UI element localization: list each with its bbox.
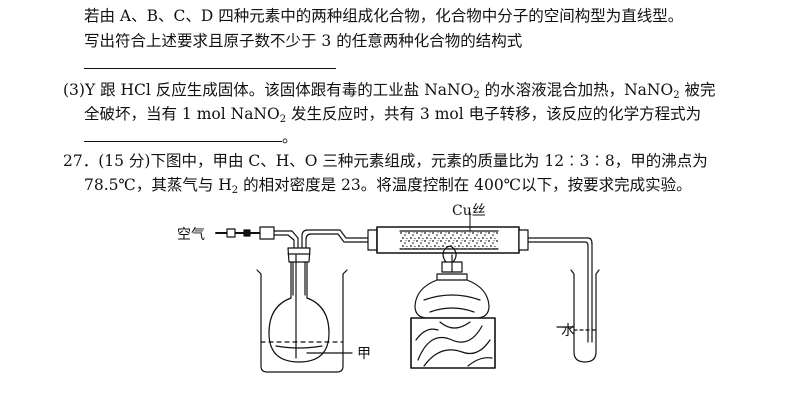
part2-line1: 若由 A、B、C、D 四种元素中的两种组成化合物，化合物中分子的空间构型为直线型…	[84, 7, 684, 25]
delivery-tube	[527, 237, 593, 343]
wooden-block	[410, 317, 496, 369]
part2-line2: 写出符合上述要求且原子数不少于 3 的任意两种化合物的结构式	[84, 32, 523, 50]
air-inlet-tube	[215, 226, 299, 256]
answer-blank-1[interactable]	[84, 54, 336, 74]
outlet-connector	[301, 229, 363, 256]
label-air: 空气	[177, 227, 205, 243]
cu-wire	[400, 231, 498, 249]
reaction-tube	[361, 211, 529, 254]
flask-stopper	[287, 247, 311, 263]
q27-line1: 27．(15 分)下图中，甲由 C、H、O 三种元素组成，元素的质量比为 12︰…	[63, 152, 708, 170]
part3-line1: (3)Y 跟 HCl 反应生成固体。该固体跟有毒的工业盐 NaNO2 的水溶液混…	[63, 81, 716, 101]
test-tube	[556, 269, 600, 363]
alcohol-lamp	[414, 245, 490, 319]
round-bottom-flask	[268, 254, 330, 363]
q27-line2: 78.5℃，其蒸气与 H2 的相对密度是 23。将温度控制在 400℃以下，按要…	[84, 176, 692, 196]
part3-line3: 。	[84, 127, 298, 147]
label-cu-wire: Cu丝	[452, 203, 486, 219]
answer-blank-2[interactable]	[84, 127, 282, 142]
water-bath-beaker	[256, 269, 353, 373]
label-jia: 甲	[357, 346, 371, 362]
part3-line2: 全破坏，当有 1 mol NaNO2 发生反应时，共有 3 mol 电子转移，该…	[84, 105, 702, 125]
